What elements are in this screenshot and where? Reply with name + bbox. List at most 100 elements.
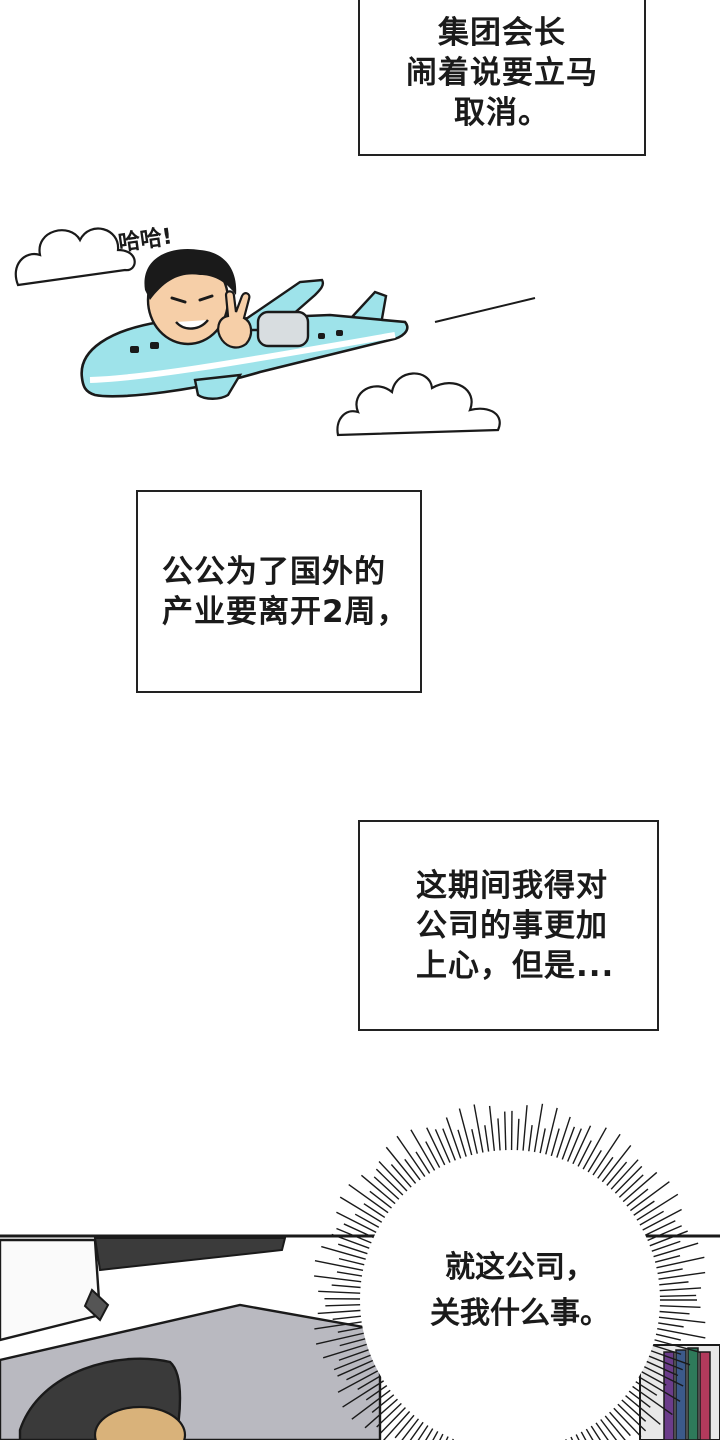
burst-spike [554,1116,571,1163]
burst-spike [516,1118,520,1156]
burst-spike [425,1141,443,1173]
burst-spike [652,1326,706,1339]
caption-line: 闹着说要立马 [406,55,598,91]
burst-spike [343,1223,379,1241]
burst-spike [652,1268,683,1276]
burst-spike [646,1348,691,1366]
burst-spike [339,1196,387,1226]
burst-spike [632,1193,679,1224]
burst-spike [637,1208,682,1233]
caption-line: 公公为了国外的 [162,553,386,590]
plane-engine [256,310,310,348]
burst-spike [331,1233,375,1251]
burst-spike [337,1243,373,1256]
burst-spike [543,1107,558,1160]
burst-spike [473,1104,485,1158]
burst-spike [504,1111,507,1156]
caption-box-company: 这期间我得对 公司的事更加 上心，但是... [358,820,659,1031]
burst-spike [654,1304,701,1309]
burst-spike [607,1159,639,1194]
burst-spike [653,1315,706,1324]
burst-spike [565,1128,582,1167]
burst-spike [549,1128,560,1161]
burst-spike [432,1426,441,1440]
burst-spike [471,1129,480,1159]
caption-box-chairman: 集团会长 闹着说要立马 取消。 [358,0,646,156]
burst-spike [589,1133,621,1180]
burst-spike [538,1128,546,1159]
cloud-left [14,227,136,287]
burst-spike [371,1391,399,1413]
burst-spike [373,1176,404,1204]
burst-spike [363,1203,390,1221]
burst-spike [333,1352,376,1371]
burst-spike [628,1383,673,1416]
burst-spike [337,1325,368,1333]
burst-spike [605,1407,631,1437]
burst-spike [364,1395,402,1429]
burst-spike [653,1321,684,1328]
burst-spike [640,1220,676,1238]
burst-spike [342,1377,389,1408]
burst-spike [601,1411,626,1440]
burst-spike [434,1129,453,1168]
caption-line: 上心，但是... [416,947,615,984]
burst-spike [317,1309,366,1315]
burst-spike [336,1227,377,1246]
burst-spike [654,1310,690,1315]
burst-spike [622,1188,649,1210]
burst-spike [383,1407,414,1440]
plane-wing-upper [226,278,325,332]
airplane-illustration [14,227,536,437]
burst-spike [409,1417,427,1440]
burst-spike [394,1410,418,1439]
burst-spike [415,1151,433,1178]
burst-spike [445,1117,463,1164]
burst-spike [609,1404,642,1438]
burst-spike [336,1211,381,1236]
monitor [0,1237,287,1342]
burst-spike [625,1181,670,1215]
burst-spike [348,1183,393,1217]
burst-spike [573,1429,580,1440]
burst-spike [634,1373,681,1403]
caption-line: 产业要离开2周， [162,593,409,630]
burst-spike [357,1372,386,1390]
burst-spike [497,1118,502,1156]
burst-spike [532,1103,544,1158]
burst-spike [654,1294,697,1298]
burst-spike [559,1126,576,1165]
burst-spike [629,1200,655,1219]
burst-spike [314,1320,367,1330]
burst-spike [597,1415,618,1440]
burst-spike [617,1396,647,1422]
burst-spike [425,1423,436,1440]
burst-spike [445,1431,451,1440]
peace-hand [217,290,253,349]
burst-spike [631,1378,658,1396]
burst-spike [650,1255,681,1265]
burst-spike [369,1190,396,1212]
burst-spike [404,1158,424,1185]
burst-spike [584,1150,602,1177]
burst-spike [651,1256,705,1270]
burst-spike [621,1391,661,1425]
burst-spike [654,1287,702,1292]
burst-spike [351,1386,395,1420]
plane-wing-lower [193,373,243,400]
burst-spike [624,1387,651,1408]
burst-spike [379,1403,410,1435]
speed-line [434,297,536,323]
burst-spike [442,1128,458,1166]
burst-spike [641,1358,679,1377]
burst-spike [410,1129,438,1176]
burst-spike [653,1271,706,1281]
burst-spike [385,1146,420,1188]
burst-spike [390,1164,416,1192]
burst-spike [636,1368,667,1386]
burst-spike [580,1127,607,1174]
burst-spike [613,1400,647,1432]
burst-spike [651,1332,681,1341]
burst-spike [646,1240,681,1254]
burst-spike [314,1259,368,1273]
